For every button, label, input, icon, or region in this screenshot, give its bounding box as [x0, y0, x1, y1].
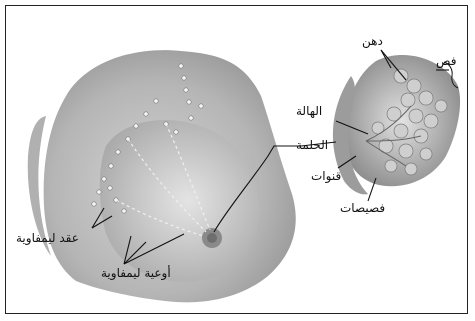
diagram-frame: دهن فص الهالة الحلمة قنوات فصيصات عقد لي…: [5, 5, 468, 314]
label-nipple: الحلمة: [296, 138, 328, 152]
label-areola: الهالة: [296, 104, 322, 118]
label-lobe: فص: [436, 54, 456, 68]
label-lymph-nodes: عقد ليمفاوية: [16, 231, 79, 245]
label-lobules: فصيصات: [340, 201, 385, 215]
label-fat: دهن: [362, 34, 383, 48]
label-ducts: قنوات: [311, 169, 341, 183]
label-lymph-vessels: أوعية ليمفاوية: [101, 266, 171, 280]
breast-anatomy-illustration: [6, 6, 468, 314]
